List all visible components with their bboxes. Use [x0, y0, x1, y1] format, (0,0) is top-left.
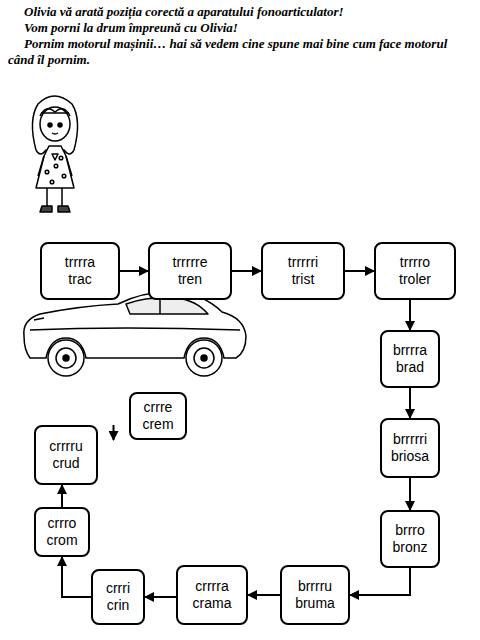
word-box: trrrrritrist	[261, 242, 345, 300]
instruction-text: Olivia vă arată poziția corectă a aparat…	[8, 4, 470, 20]
instruction-text: Vom porni la drum împreună cu Olivia!	[8, 20, 470, 36]
sound-text: trrrrri	[288, 254, 318, 271]
word-box: brrrrubruma	[280, 565, 350, 625]
word-box: crrrracrama	[176, 565, 248, 625]
sound-text: crrrra	[195, 578, 228, 595]
arrow-connector	[409, 388, 411, 418]
arrow-connector	[409, 300, 411, 330]
sound-text: brrrra	[393, 342, 427, 359]
word-box: trrrrotroler	[374, 242, 456, 300]
word-box: crrrocrom	[34, 507, 90, 557]
sound-text: brrro	[395, 522, 425, 539]
arrow-connector	[248, 594, 280, 596]
word-text: trac	[68, 271, 91, 288]
car-drawing	[24, 292, 246, 376]
sound-text: brrrru	[298, 578, 332, 595]
arrow-connector	[62, 557, 91, 597]
word-box: brrrobronz	[380, 510, 440, 568]
word-box: brrrrabrad	[380, 330, 440, 388]
word-text: trist	[292, 271, 315, 288]
sound-text: crrro	[48, 515, 77, 532]
word-text: crama	[193, 595, 232, 612]
word-text: briosa	[391, 448, 429, 465]
word-box: crrrrucrud	[34, 425, 98, 485]
instruction-text: Pornim motorul mașinii… hai să vedem cin…	[8, 36, 470, 68]
word-box: trrrratrac	[40, 242, 120, 300]
arrow-connector	[409, 478, 411, 510]
arrow-connector	[350, 568, 410, 595]
sound-text: brrrrri	[393, 431, 427, 448]
word-text: crem	[142, 416, 173, 433]
arrow-connector	[120, 270, 148, 272]
word-box: crrrecrem	[129, 392, 187, 440]
word-text: crom	[46, 532, 77, 549]
word-text: brad	[396, 359, 424, 376]
word-text: tren	[178, 271, 202, 288]
word-text: crud	[52, 455, 79, 472]
sound-text: crrri	[106, 580, 130, 597]
sound-text: trrrrre	[173, 254, 208, 271]
arrow-connector	[345, 270, 374, 272]
arrow-connector	[113, 425, 115, 440]
arrow-connector	[145, 596, 176, 598]
girl-figure	[32, 96, 77, 212]
sound-text: crrrru	[49, 438, 82, 455]
word-text: bruma	[295, 595, 335, 612]
arrow-connector	[61, 485, 63, 507]
word-text: crin	[107, 597, 130, 614]
word-text: bronz	[392, 539, 427, 556]
word-box: crrricrin	[91, 569, 145, 625]
sound-text: trrrra	[65, 254, 95, 271]
sound-text: crrre	[144, 399, 173, 416]
word-box: trrrrretren	[148, 242, 232, 300]
arrow-connector	[232, 270, 261, 272]
sound-text: trrrro	[400, 254, 430, 271]
word-box: brrrrribriosa	[380, 418, 440, 478]
instructions: Olivia vă arată poziția corectă a aparat…	[8, 4, 470, 68]
word-text: troler	[399, 271, 431, 288]
